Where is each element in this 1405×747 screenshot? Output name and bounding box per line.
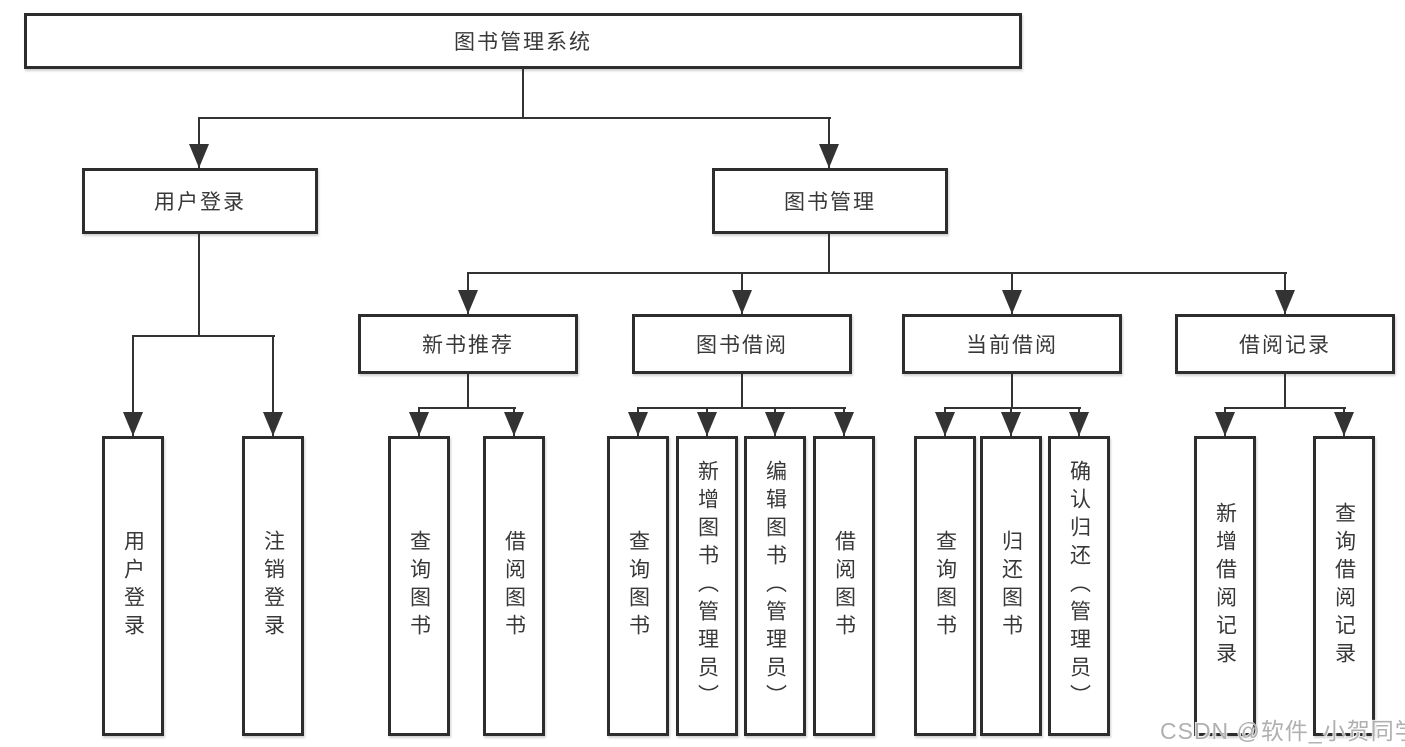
leaf-add-book-admin: 新增图书（管理员） <box>676 436 738 736</box>
connector-arrow <box>418 409 420 436</box>
leaf-label: 归还图书 <box>999 530 1023 642</box>
leaf-label: 注销登录 <box>261 530 285 642</box>
connector-hline <box>418 407 516 409</box>
leaf-label: 新增图书（管理员） <box>695 460 719 712</box>
connector-arrow <box>828 118 830 168</box>
leaf-label: 查询借阅记录 <box>1332 502 1356 670</box>
connector-arrow <box>1343 409 1345 436</box>
leaf-label: 借阅图书 <box>502 530 526 642</box>
leaf-edit-book-admin: 编辑图书（管理员） <box>744 436 806 736</box>
leaf-label: 用户登录 <box>121 530 145 642</box>
leaf-logout-login: 注销登录 <box>242 436 304 736</box>
connector-vline <box>741 374 743 408</box>
node-label: 图书管理系统 <box>454 31 592 54</box>
leaf-query-book-current: 查询图书 <box>914 436 976 736</box>
connector-vline <box>828 234 830 273</box>
connector-arrow <box>1078 409 1080 436</box>
connector-vline <box>198 234 200 336</box>
leaf-query-book-recommend: 查询图书 <box>388 436 450 736</box>
connector-vline <box>522 68 524 118</box>
node-label: 图书管理 <box>784 191 876 214</box>
connector-arrow <box>637 409 639 436</box>
connector-arrow <box>944 409 946 436</box>
node-label: 当前借阅 <box>966 334 1058 357</box>
connector-arrow <box>1284 274 1286 314</box>
leaf-label: 新增借阅记录 <box>1213 502 1237 670</box>
leaf-query-book-borrowing: 查询图书 <box>607 436 669 736</box>
connector-vline <box>467 374 469 408</box>
connector-arrow <box>706 409 708 436</box>
connector-arrow <box>467 274 469 314</box>
leaf-add-borrow-record: 新增借阅记录 <box>1194 436 1256 736</box>
connector-hline <box>1224 407 1346 409</box>
leaf-query-borrow-record: 查询借阅记录 <box>1313 436 1375 736</box>
leaf-confirm-return-admin: 确认归还（管理员） <box>1048 436 1110 736</box>
node-label: 新书推荐 <box>422 334 514 357</box>
leaf-label: 编辑图书（管理员） <box>763 460 787 712</box>
connector-arrow <box>741 274 743 314</box>
node-borrow-records: 借阅记录 <box>1175 314 1395 374</box>
node-label: 图书借阅 <box>696 334 788 357</box>
connector-arrow <box>1011 274 1013 314</box>
connector-arrow <box>1224 409 1226 436</box>
leaf-label: 确认归还（管理员） <box>1067 460 1091 712</box>
connector-arrow <box>774 409 776 436</box>
connector-vline <box>1011 374 1013 408</box>
connector-arrow <box>132 337 134 436</box>
connector-arrow <box>272 337 274 436</box>
node-book-borrowing: 图书借阅 <box>632 314 852 374</box>
connector-arrow <box>198 118 200 168</box>
csdn-watermark: CSDN @软件_小贺同学 <box>1160 718 1405 744</box>
node-current-borrowing: 当前借阅 <box>902 314 1122 374</box>
leaf-return-book: 归还图书 <box>980 436 1042 736</box>
connector-hline <box>637 407 846 409</box>
connector-arrow <box>843 409 845 436</box>
node-user-login: 用户登录 <box>82 168 318 234</box>
connector-arrow <box>513 409 515 436</box>
leaf-label: 查询图书 <box>933 530 957 642</box>
node-label: 借阅记录 <box>1239 334 1331 357</box>
connector-hline <box>467 272 1287 274</box>
leaf-label: 查询图书 <box>626 530 650 642</box>
connector-arrow <box>1010 409 1012 436</box>
leaf-user-login: 用户登录 <box>102 436 164 736</box>
node-new-book-recommend: 新书推荐 <box>358 314 578 374</box>
leaf-label: 查询图书 <box>407 530 431 642</box>
leaf-label: 借阅图书 <box>832 530 856 642</box>
node-book-management: 图书管理 <box>712 168 948 234</box>
connector-hline <box>944 407 1081 409</box>
node-root-library-system: 图书管理系统 <box>24 13 1022 69</box>
node-label: 用户登录 <box>154 191 246 214</box>
leaf-borrow-book-recommend: 借阅图书 <box>483 436 545 736</box>
leaf-borrow-book: 借阅图书 <box>813 436 875 736</box>
connector-hline <box>198 117 831 119</box>
connector-hline <box>132 335 275 337</box>
connector-vline <box>1284 374 1286 408</box>
